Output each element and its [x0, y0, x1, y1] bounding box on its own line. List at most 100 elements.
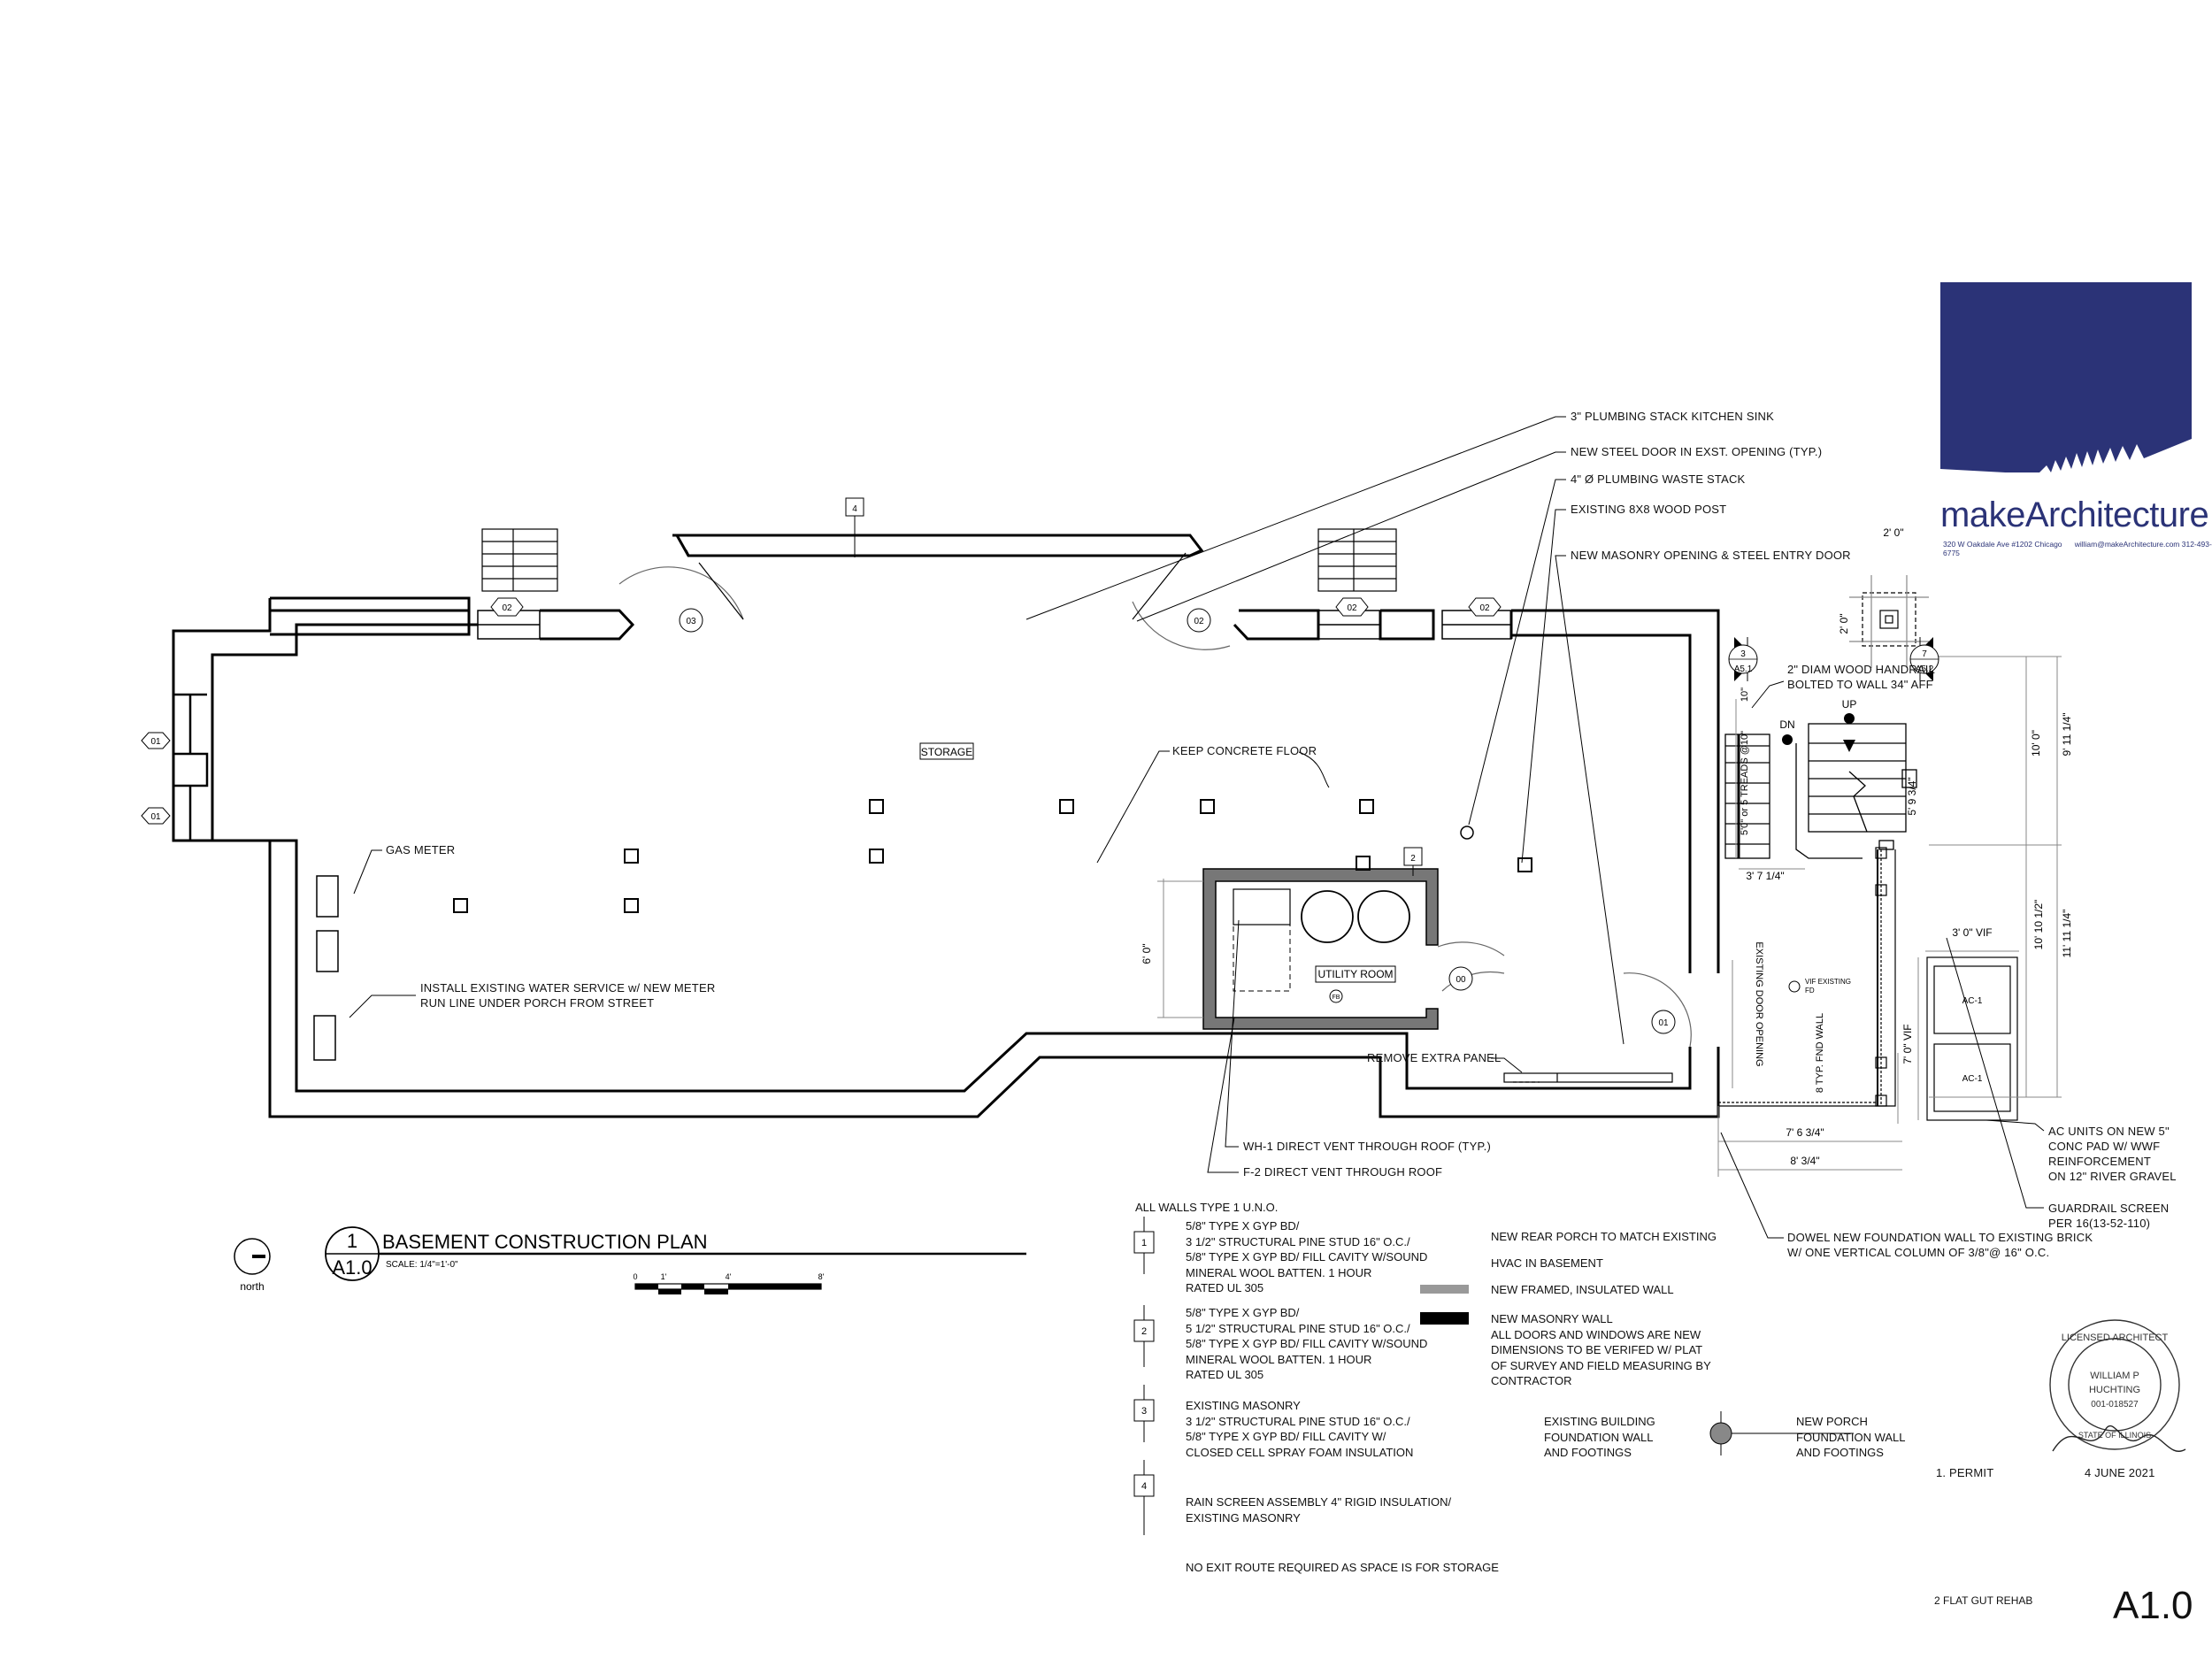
dim-7-6: 7' 6 3/4"	[1786, 1126, 1824, 1139]
callout-leaders	[349, 416, 2045, 1239]
ac-unit-label-1: AC-1	[1962, 996, 1983, 1006]
callout-gas-meter: GAS METER	[386, 843, 456, 856]
drawing-title: BASEMENT CONSTRUCTION PLAN	[382, 1231, 708, 1253]
wall-type-1-desc: 5/8" TYPE X GYP BD/ 3 1/2" STRUCTURAL PI…	[1186, 1218, 1427, 1296]
callout-ac-units: AC UNITS ON NEW 5" CONC PAD W/ WWF REINF…	[2048, 1124, 2177, 1184]
meters	[313, 875, 339, 1061]
logo-steps	[1940, 439, 2192, 474]
legend-masonry-wall: NEW MASONRY WALL ALL DOORS AND WINDOWS A…	[1491, 1311, 1711, 1389]
legend-existing-foundation: EXISTING BUILDING FOUNDATION WALL AND FO…	[1544, 1414, 1655, 1461]
legend-hvac: HVAC IN BASEMENT	[1491, 1256, 1603, 1270]
wall-type-3-desc: EXISTING MASONRY 3 1/2" STRUCTURAL PINE …	[1186, 1398, 1413, 1460]
callout-steel-door: NEW STEEL DOOR IN EXST. OPENING (TYP.)	[1571, 445, 1823, 458]
wall-type-tags	[1133, 1231, 1155, 1497]
drawing-number: 1	[347, 1230, 357, 1252]
front-bay-walls	[270, 534, 1513, 641]
existing-wood-posts	[453, 799, 1532, 913]
rear-porch	[1718, 847, 1896, 1107]
dim-11-11: 11' 11 1/4"	[2061, 910, 2073, 958]
waste-stack-symbol	[1460, 826, 1474, 840]
callout-wh1: WH-1 DIRECT VENT THROUGH ROOF (TYP.)	[1243, 1140, 1491, 1153]
wall-type-1-l1: 5/8" TYPE X GYP BD/	[1186, 1219, 1300, 1233]
legend-masonry-l2: ALL DOORS AND WINDOWS ARE NEW	[1491, 1327, 1701, 1341]
wall-tag-1: 1	[1141, 1238, 1147, 1248]
wall-type-2-l3: 5/8" TYPE X GYP BD/ FILL CAVITY W/SOUND	[1186, 1337, 1428, 1350]
callout-handrail-l1: 2" DIAM WOOD HANDRAIL	[1787, 663, 1935, 676]
tag-d03: 03	[686, 617, 696, 626]
callout-waste-stack: 4" Ø PLUMBING WASTE STACK	[1571, 472, 1746, 486]
tag-d01-c: 01	[1658, 1018, 1669, 1028]
dim-2-0-top: 2' 0"	[1883, 526, 1903, 539]
ac-units	[1926, 956, 2018, 1121]
callout-ac-l3: REINFORCEMENT	[2048, 1155, 2151, 1168]
scale-tick-0: 0	[633, 1272, 637, 1281]
legend-masonry-l5: CONTRACTOR	[1491, 1374, 1572, 1387]
callout-remove-panel: REMOVE EXTRA PANEL	[1367, 1051, 1502, 1064]
wall-type-3-l3: 5/8" TYPE X GYP BD/ FILL CAVITY W/	[1186, 1430, 1386, 1443]
dim-6-0: 6' 0"	[1141, 943, 1153, 964]
drawing-sheet: A1.0	[332, 1256, 372, 1279]
callout-keep-floor: KEEP CONCRETE FLOOR	[1172, 744, 1317, 757]
seal-ring: LICENSED ARCHITECT	[2062, 1333, 2169, 1343]
floor-drain-symbol	[1788, 980, 1801, 993]
dim-2-0-side: 2' 0"	[1838, 613, 1850, 634]
callout-dowel-l2: W/ ONE VERTICAL COLUMN OF 3/8"@ 16" O.C.	[1787, 1246, 2050, 1259]
firm-contact: william@makeArchitecture.com 312-493-677…	[1943, 540, 2212, 557]
dim-7-0-vif: 7' 0" VIF	[1901, 1024, 1914, 1064]
legend-existing-fnd-l2: FOUNDATION WALL	[1544, 1430, 1654, 1444]
rear-stair	[1724, 723, 1917, 859]
stair-up-label: UP	[1842, 698, 1857, 710]
stair-post-dn	[1782, 734, 1793, 745]
wall-type-1-l4: MINERAL WOOL BATTEN. 1 HOUR	[1186, 1265, 1372, 1279]
seal-number: 001-018527	[2091, 1400, 2139, 1409]
dim-9-11: 9' 11 1/4"	[2061, 712, 2073, 756]
tag-wall-4: 4	[852, 504, 857, 514]
firm-address: 320 W Oakdale Ave #1202 Chicago william@…	[1943, 540, 2212, 557]
legend-new-fnd-l1: NEW PORCH	[1796, 1415, 1868, 1428]
porch-column-detail	[1849, 575, 1929, 668]
fnd-wall-note: 8 TYP. FND WALL	[1815, 1013, 1825, 1093]
seal-name-1: WILLIAM P	[2090, 1371, 2139, 1381]
exterior-walls	[172, 598, 1720, 1118]
title-block-logo-panel	[1940, 282, 2192, 472]
callout-water-service: INSTALL EXISTING WATER SERVICE w/ NEW ME…	[420, 980, 715, 1010]
wall-tag-4: 4	[1141, 1481, 1147, 1492]
wall-type-2-desc: 5/8" TYPE X GYP BD/ 5 1/2" STRUCTURAL PI…	[1186, 1305, 1427, 1383]
scale-tick-8: 8'	[818, 1272, 825, 1281]
legend-masonry-l4: OF SURVEY AND FIELD MEASURING BY	[1491, 1358, 1711, 1372]
wall-type-4-desc: RAIN SCREEN ASSEMBLY 4" RIGID INSULATION…	[1186, 1494, 1451, 1525]
existing-door-note: EXISTING DOOR OPENING	[1754, 941, 1764, 1066]
sheet-number: A1.0	[2113, 1584, 2193, 1627]
wall-type-3-l1: EXISTING MASONRY	[1186, 1399, 1301, 1412]
stair-arrow	[1843, 740, 1855, 752]
tag-d02-d: 02	[1194, 617, 1204, 626]
wall-types-header: ALL WALLS TYPE 1 U.N.O.	[1135, 1201, 1279, 1214]
wall-tag-3: 3	[1141, 1406, 1147, 1417]
exit-route-note: NO EXIT ROUTE REQUIRED AS SPACE IS FOR S…	[1186, 1561, 1499, 1574]
seal-state: STATE OF ILLINOIS	[2078, 1431, 2151, 1440]
callout-water-l1: INSTALL EXISTING WATER SERVICE w/ NEW ME…	[420, 981, 716, 995]
callout-wood-post: EXISTING 8X8 WOOD POST	[1571, 503, 1727, 516]
callout-guardrail-l1: GUARDRAIL SCREEN	[2048, 1202, 2170, 1215]
stair-10-note: 10"	[1740, 687, 1750, 702]
scale-tick-1: 1'	[661, 1272, 667, 1281]
section-3-num: 3	[1740, 649, 1746, 659]
callout-f2: F-2 DIRECT VENT THROUGH ROOF	[1243, 1165, 1443, 1179]
dimension-lines	[1157, 656, 2062, 1177]
section-7-num: 7	[1922, 649, 1927, 659]
wall-type-4-l1: RAIN SCREEN ASSEMBLY 4" RIGID INSULATION…	[1186, 1495, 1452, 1509]
left-window-bays	[172, 693, 209, 842]
wall-type-2-l2: 5 1/2" STRUCTURAL PINE STUD 16" O.C./	[1186, 1321, 1410, 1335]
utility-fb-tag: FB	[1333, 995, 1340, 1001]
drawing-title-marker	[325, 1226, 1026, 1281]
electrical-panels	[1503, 1072, 1673, 1083]
foundation-legend-symbol	[1709, 1411, 1854, 1455]
wall-type-4-l2: EXISTING MASONRY	[1186, 1510, 1301, 1525]
section-3-sheet: A5.1	[1734, 664, 1753, 674]
dim-10-0: 10' 0"	[2030, 730, 2042, 757]
wall-type-2-l4: MINERAL WOOL BATTEN. 1 HOUR	[1186, 1352, 1372, 1366]
legend-masonry-l1: NEW MASONRY WALL	[1491, 1312, 1613, 1325]
north-label: north	[240, 1280, 264, 1293]
callout-masonry-opening: NEW MASONRY OPENING & STEEL ENTRY DOOR	[1571, 549, 1851, 562]
wall-type-3-l2: 3 1/2" STRUCTURAL PINE STUD 16" O.C./	[1186, 1414, 1410, 1428]
